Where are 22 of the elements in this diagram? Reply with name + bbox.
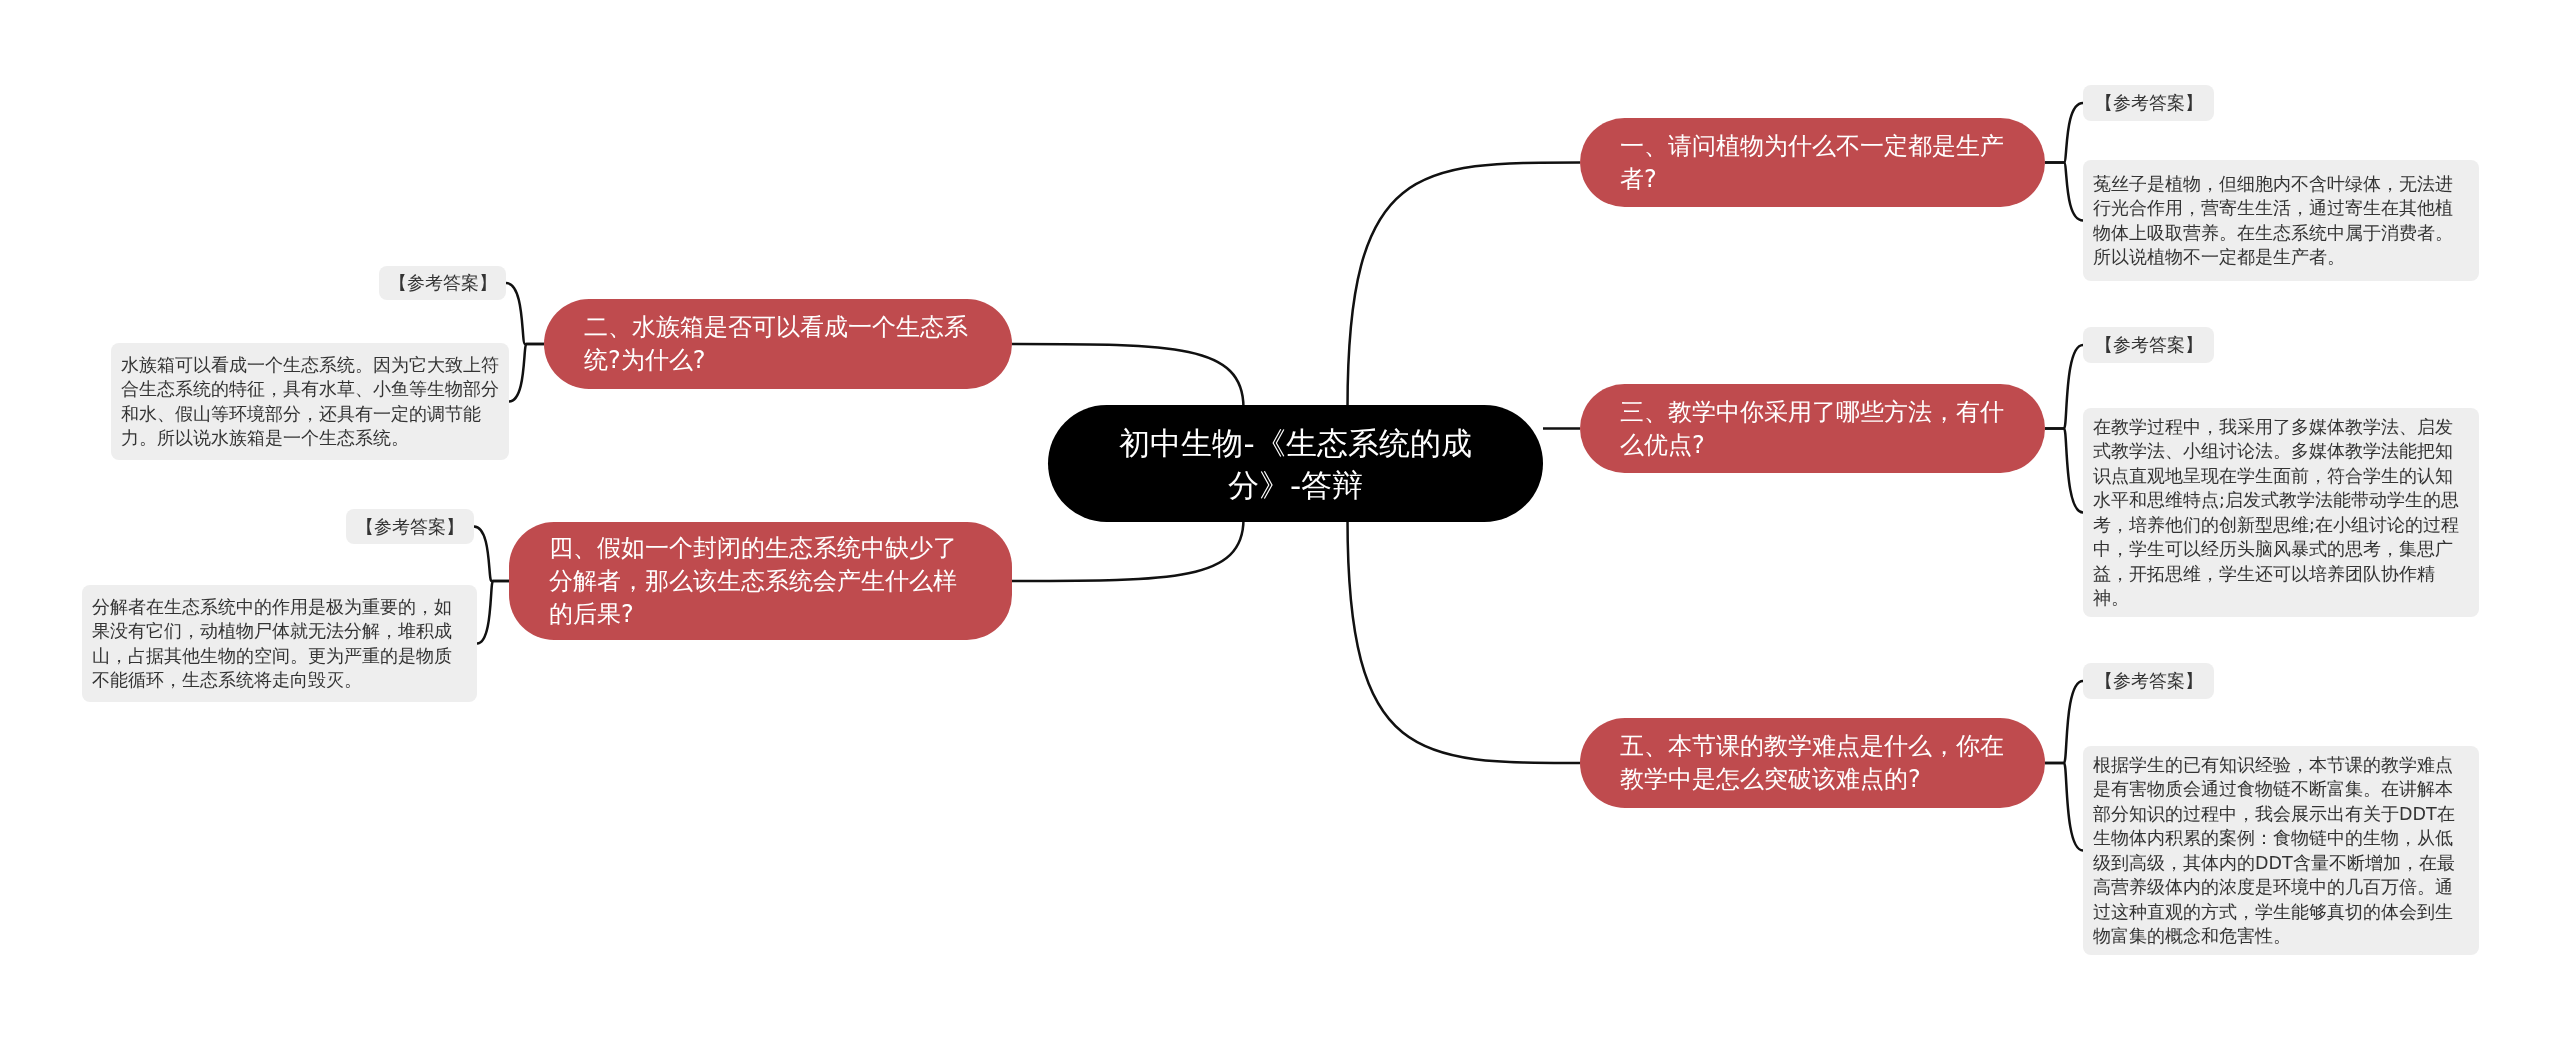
answer-box: 分解者在生态系统中的作用是极为重要的，如果没有它们，动植物尸体就无法分解，堆积成山，占据其他生物的空间。更为严重的是物质不能循环，生态系统将走向毁灭。 [82, 585, 477, 702]
bracket-line [476, 579, 509, 645]
bracket-line [2045, 427, 2084, 514]
answer-box: 根据学生的已有知识经验，本节课的教学难点是有害物质会通过食物链不断富集。在讲解本部分知识的过程中，我会展示出有关于DDT在生物体内积累的案例：食物链中的生物，从低级到高级，其体内的DDT含量不断增加，在最高营养级体内的浓度是环境中的几百万倍。通过这种直观的方式，学生能够真切的体会到生物富集的概念和危害性。 [2083, 746, 2479, 955]
question-box: 一、请问植物为什么不一定都是生产者? [1580, 118, 2045, 207]
bracket-line [2045, 761, 2084, 852]
answer-heading: 【参考答案】 [2083, 663, 2214, 699]
answer-heading: 【参考答案】 [379, 266, 506, 300]
answer-heading: 【参考答案】 [346, 509, 474, 544]
branch-line [1543, 427, 1580, 430]
answer-heading: 【参考答案】 [2083, 85, 2214, 121]
answer-heading: 【参考答案】 [2083, 327, 2214, 363]
answer-box: 水族箱可以看成一个生态系统。因为它大致上符合生态系统的特征，具有水草、小鱼等生物部分和水、假山等环境部分，还具有一定的调节能力。所以说水族箱是一个生态系统。 [111, 343, 509, 460]
question-box: 四、假如一个封闭的生态系统中缺少了分解者，那么该生态系统会产生什么样的后果? [509, 522, 1012, 640]
question-box: 二、水族箱是否可以看成一个生态系统?为什么? [544, 299, 1012, 389]
question-box: 五、本节课的教学难点是什么，你在教学中是怎么突破该难点的? [1580, 718, 2045, 808]
answer-box: 菟丝子是植物，但细胞内不含叶绿体，无法进行光合作用，营寄生生活，通过寄生在其他植物体上吸取营养。在生态系统中属于消费者。所以说植物不一定都是生产者。 [2083, 160, 2479, 281]
answer-box: 在教学过程中，我采用了多媒体教学法、启发式教学法、小组讨论法。多媒体教学法能把知识点直观地呈现在学生面前，符合学生的认知水平和思维特点;启发式教学法能带动学生的思考，培养他们的创新型思维;在小组讨论的过程中，学生可以经历头脑风暴式的思考，集思广益，开拓思维，学生还可以培养团队协作精神。 [2083, 408, 2479, 617]
central-topic: 初中生物-《生态系统的成分》-答辩 [1048, 405, 1543, 522]
question-box: 三、教学中你采用了哪些方法，有什么优点? [1580, 384, 2045, 473]
bracket-line [2045, 161, 2084, 222]
bracket-line [508, 342, 544, 403]
